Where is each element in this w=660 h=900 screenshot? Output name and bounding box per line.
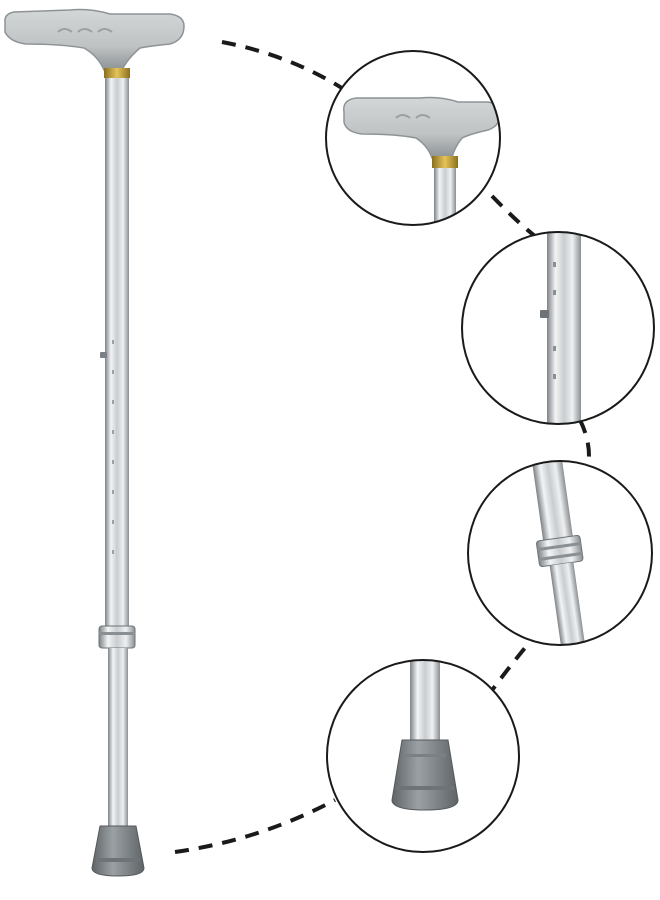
locking-collar-detail — [467, 460, 653, 646]
upper-shaft — [105, 78, 129, 630]
rubber-tip-detail — [326, 659, 520, 853]
push-button — [100, 352, 107, 358]
lower-shaft — [108, 648, 128, 828]
locking-collar — [98, 625, 136, 649]
adjustment-marks — [112, 340, 114, 554]
rubber-tip — [91, 825, 145, 877]
adjustment-button-detail — [461, 231, 655, 425]
handle-detail — [325, 50, 501, 226]
main-cane — [4, 8, 185, 877]
gold-ring — [104, 68, 130, 78]
cane-handle — [4, 8, 185, 71]
